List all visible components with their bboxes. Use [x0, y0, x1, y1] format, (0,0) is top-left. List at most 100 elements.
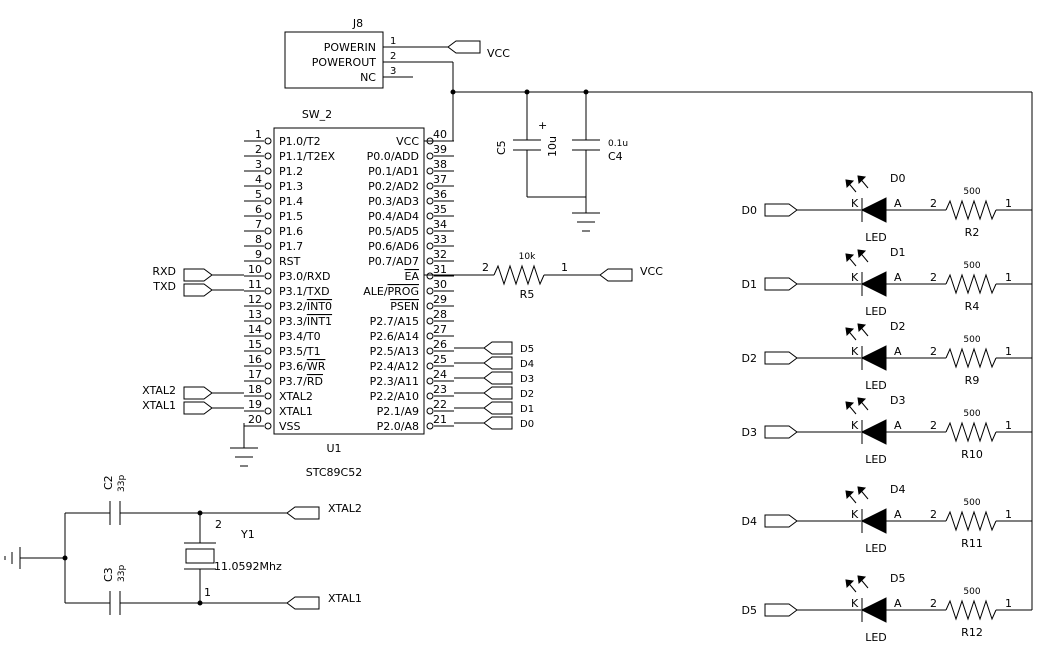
mcu-right-pin-num: 21 — [433, 413, 447, 426]
led-type: LED — [865, 631, 887, 644]
txd-label: TXD — [152, 280, 176, 293]
mcu-right-pin-num: 33 — [433, 233, 447, 246]
mcu-right-pin-name: P2.6/A14 — [370, 330, 419, 343]
led-net-label: D0 — [742, 204, 757, 217]
y1-ref: Y1 — [240, 528, 255, 541]
capacitor-c5: + C5 10u — [495, 92, 559, 197]
port2-net-label: D2 — [520, 389, 534, 400]
c3-value: 33p — [117, 565, 127, 582]
mcu-left-pin-num: 1 — [255, 128, 262, 141]
led-resistor-zigzag — [945, 347, 997, 369]
led-k-label: K — [851, 597, 859, 610]
xtal-ports-mcu: XTAL2 XTAL1 — [142, 384, 244, 415]
led-resistor-value: 500 — [963, 587, 980, 597]
mcu-right-pin-num: 35 — [433, 203, 447, 216]
mcu-right-pin-name: P2.3/A11 — [370, 375, 419, 388]
led-resistor-zigzag — [945, 199, 997, 221]
led-diode-symbol — [860, 597, 887, 623]
mcu-right-pin-num: 31 — [433, 263, 447, 276]
mcu-right-pin-num: 25 — [433, 353, 447, 366]
xtal1-port-mcu — [183, 401, 213, 415]
mcu-right-pin-num: 40 — [433, 128, 447, 141]
mcu-left-pin-name: P3.1/TXD — [279, 285, 330, 298]
led-resistor-ref: R4 — [965, 300, 980, 313]
led-resistor-value: 500 — [963, 335, 980, 345]
j8-body — [284, 31, 384, 89]
crystal-section: C2 33p C3 33p 2 1 Y1 11.0592Mhz XTAL2 XT… — [4, 475, 362, 615]
vcc-port-top — [447, 40, 481, 54]
mcu-left-pin-name: VSS — [279, 420, 301, 433]
led-resistor-pin-a: 2 — [930, 597, 937, 610]
c2-value: 33p — [117, 475, 127, 492]
port2-net-port — [483, 416, 513, 430]
mcu-right-pin-name: P2.0/A8 — [377, 420, 419, 433]
led-type: LED — [865, 379, 887, 392]
capacitor-c4: 0.1u C4 — [572, 92, 628, 197]
mcu-left-pins: 1P1.0/T22P1.1/T2EX3P1.24P1.35P1.46P1.57P… — [244, 128, 336, 433]
led-net-label: D2 — [742, 352, 757, 365]
mcu-part: STC89C52 — [306, 466, 362, 479]
led-resistor-pin-a: 2 — [930, 345, 937, 358]
mcu-left-pin-name: P1.5 — [279, 210, 303, 223]
mcu-right-pin-name: P0.2/AD2 — [368, 180, 419, 193]
mcu-right-pin-name: P0.0/ADD — [367, 150, 419, 163]
led-k-label: K — [851, 508, 859, 521]
led-k-label: K — [851, 271, 859, 284]
port2-net-label: D0 — [520, 419, 534, 430]
mcu-left-pin-num: 12 — [248, 293, 262, 306]
mcu-left-pin-name: XTAL1 — [279, 405, 313, 418]
port2-net-label: D3 — [520, 374, 534, 385]
r5-zigzag — [493, 264, 545, 286]
c5-polarity: + — [538, 119, 547, 132]
mcu-left-pin-num: 4 — [255, 173, 262, 186]
mcu-left-pin-num: 18 — [248, 383, 262, 396]
junction-dot — [450, 89, 456, 95]
led-resistor-pin-b: 1 — [1005, 419, 1012, 432]
led-net-port — [764, 203, 798, 217]
mcu-left-pin-num: 15 — [248, 338, 262, 351]
mcu-left-pin-name: P3.2/INT0 — [279, 300, 332, 313]
port2-net-port — [483, 356, 513, 370]
connector-j8: J8 POWERIN POWEROUT NC 1 2 3 VCC — [284, 17, 510, 141]
mcu-left-pin-num: 2 — [255, 143, 262, 156]
mcu-right-pin-name: P2.4/A12 — [370, 360, 419, 373]
mcu-left-pin-name: XTAL2 — [279, 390, 313, 403]
led-resistor-pin-a: 2 — [930, 508, 937, 521]
mcu-right-pin-num: 37 — [433, 173, 447, 186]
led-resistor-value: 500 — [963, 409, 980, 419]
xtal1-label-crystal: XTAL1 — [328, 592, 362, 605]
mcu-body — [273, 127, 425, 435]
led-k-label: K — [851, 419, 859, 432]
rxd-label: RXD — [152, 265, 176, 278]
mcu-right-pin-name: P0.7/AD7 — [368, 255, 419, 268]
led-net-label: D3 — [742, 426, 757, 439]
vcc-port-ea — [599, 268, 633, 282]
j8-pin3-name: NC — [360, 71, 376, 84]
led-resistor-ref: R12 — [961, 626, 983, 639]
port2-net-port — [483, 341, 513, 355]
led-net-port — [764, 425, 798, 439]
xtal2-port-crystal — [286, 506, 320, 520]
c5-value: 10u — [546, 136, 559, 157]
led-resistor-zigzag — [945, 273, 997, 295]
mcu-right-pin-num: 22 — [433, 398, 447, 411]
mcu-right-pin-name: P0.3/AD3 — [368, 195, 419, 208]
led-ref: D1 — [890, 246, 905, 259]
vcc-label-top: VCC — [487, 47, 510, 60]
mcu-right-pin-name: VCC — [396, 135, 419, 148]
c3-ref: C3 — [102, 567, 115, 582]
mcu-left-pin-num: 8 — [255, 233, 262, 246]
led-ref: D3 — [890, 394, 905, 407]
r5-pin-b: 1 — [561, 261, 568, 274]
led-a-label: A — [894, 419, 902, 432]
mcu-right-pin-name: P2.7/A15 — [370, 315, 419, 328]
mcu-left-pin-name: P3.6/WR — [279, 360, 326, 373]
xtal2-label-crystal: XTAL2 — [328, 502, 362, 515]
mcu-right-pin-num: 24 — [433, 368, 447, 381]
mcu-right-pin-num: 29 — [433, 293, 447, 306]
